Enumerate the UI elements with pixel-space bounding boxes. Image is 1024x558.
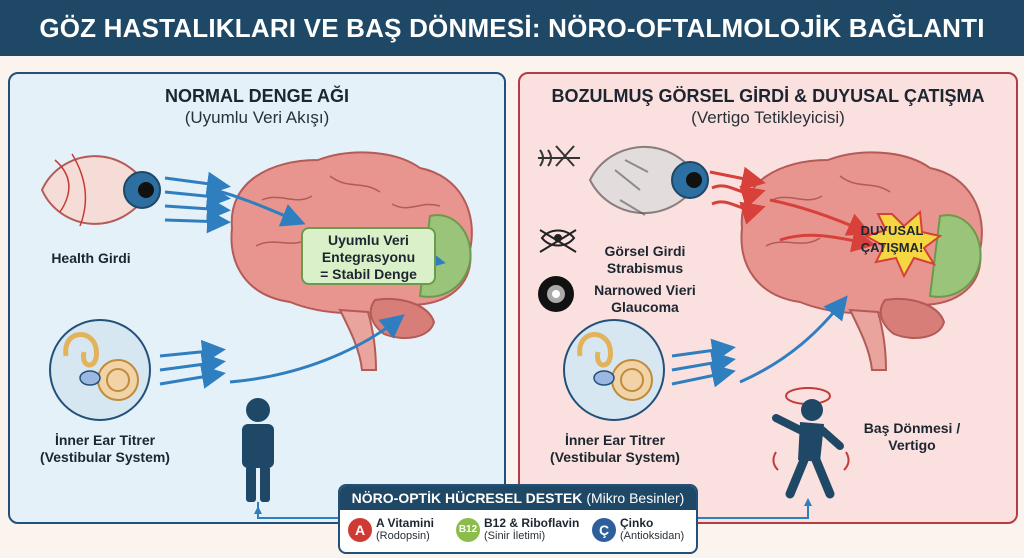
nutrient-support-box: NÖRO-OPTİK HÜCRESEL DESTEK (Mikro Besinl…	[338, 484, 698, 554]
left-ear-label-line1: İnner Ear Titrer	[54, 432, 156, 448]
blurred-eye-icon	[588, 145, 709, 216]
integration-line1: Uyumlu Veri	[328, 232, 409, 248]
brain-icon-right	[740, 151, 983, 371]
integration-line3: = Stabil Denge	[320, 266, 417, 282]
right-ear-label-line1: İnner Ear Titrer	[564, 432, 666, 448]
glaucoma-icon	[538, 276, 574, 312]
right-panel-subtitle: (Vertigo Tetikleyicisi)	[691, 108, 845, 127]
nutrient-vitamin-a: A A Vitamini (Rodopsin)	[348, 516, 453, 548]
zinc-name: Çinko	[620, 516, 654, 530]
left-panel-subtitle: (Uyumlu Veri Akışı)	[184, 108, 330, 127]
nutrient-b12: B12 B12 & Riboflavin (Sinir İletimi)	[456, 516, 586, 548]
vertigo-line1: Baş Dönmesi /	[863, 420, 961, 436]
page-title: GÖZ HASTALIKLARI VE BAŞ DÖNMESİ: NÖRO-OF…	[0, 0, 1024, 56]
glaucoma-label: Narnowed Vieri Glaucoma	[575, 282, 715, 316]
vertigo-label: Baş Dönmesi / Vertigo	[852, 420, 972, 454]
glaucoma-line1: Narnowed Vieri	[594, 282, 696, 298]
b12-badge: B12	[456, 518, 480, 542]
nutrient-zinc: Ç Çinko (Antioksidan)	[592, 516, 692, 548]
left-panel-title: NORMAL DENGE AĞI	[164, 86, 349, 106]
standing-person-icon	[242, 398, 274, 502]
strabismus-line2: Strabismus	[606, 260, 684, 276]
eye-label: Health Girdi	[51, 250, 131, 266]
dizzy-person-icon	[772, 387, 850, 499]
eye-icon-left	[40, 153, 161, 227]
vitamin-a-sub: (Rodopsin)	[376, 530, 430, 542]
sensory-conflict-label: DUYUSAL ÇATIŞMA!	[842, 222, 942, 256]
inner-ear-icon-right	[563, 319, 665, 421]
zinc-sub: (Antioksidan)	[620, 530, 685, 542]
vitamin-a-badge: A	[348, 518, 372, 542]
nutrient-title-bold: NÖRO-OPTİK HÜCRESEL DESTEK	[351, 490, 583, 506]
right-panel-title: BOZULMUŞ GÖRSEL GİRDİ & DUYUSAL ÇATIŞMA	[551, 86, 985, 106]
left-ear-label-line2: (Vestibular System)	[40, 449, 170, 465]
strabismus-icon	[539, 229, 577, 253]
vertigo-line2: Vertigo	[888, 437, 936, 453]
inner-ear-icon-left	[49, 319, 151, 421]
b12-name: B12 & Riboflavin	[484, 516, 580, 530]
integration-box: Uyumlu Veri Entegrasyonu = Stabil Denge	[301, 227, 436, 285]
strabismus-line1: Görsel Girdi	[604, 243, 686, 259]
right-ear-label: İnner Ear Titrer (Vestibular System)	[540, 432, 690, 466]
vision-waves-icon	[538, 145, 580, 167]
integration-line2: Entegrasyonu	[321, 249, 416, 265]
b12-sub: (Sinir İletimi)	[484, 530, 546, 542]
conflict-line1: DUYUSAL	[860, 223, 924, 238]
left-ear-label: İnner Ear Titrer (Vestibular System)	[30, 432, 180, 466]
nutrient-box-title: NÖRO-OPTİK HÜCRESEL DESTEK (Mikro Besinl…	[340, 486, 696, 510]
strabismus-label: Görsel Girdi Strabismus	[580, 243, 710, 277]
nutrient-title-light: (Mikro Besinler)	[586, 490, 685, 506]
glaucoma-line2: Glaucoma	[611, 299, 679, 315]
vitamin-a-name: A Vitamini	[376, 516, 435, 530]
right-ear-label-line2: (Vestibular System)	[550, 449, 680, 465]
zinc-badge: Ç	[592, 518, 616, 542]
conflict-line2: ÇATIŞMA!	[860, 240, 924, 255]
